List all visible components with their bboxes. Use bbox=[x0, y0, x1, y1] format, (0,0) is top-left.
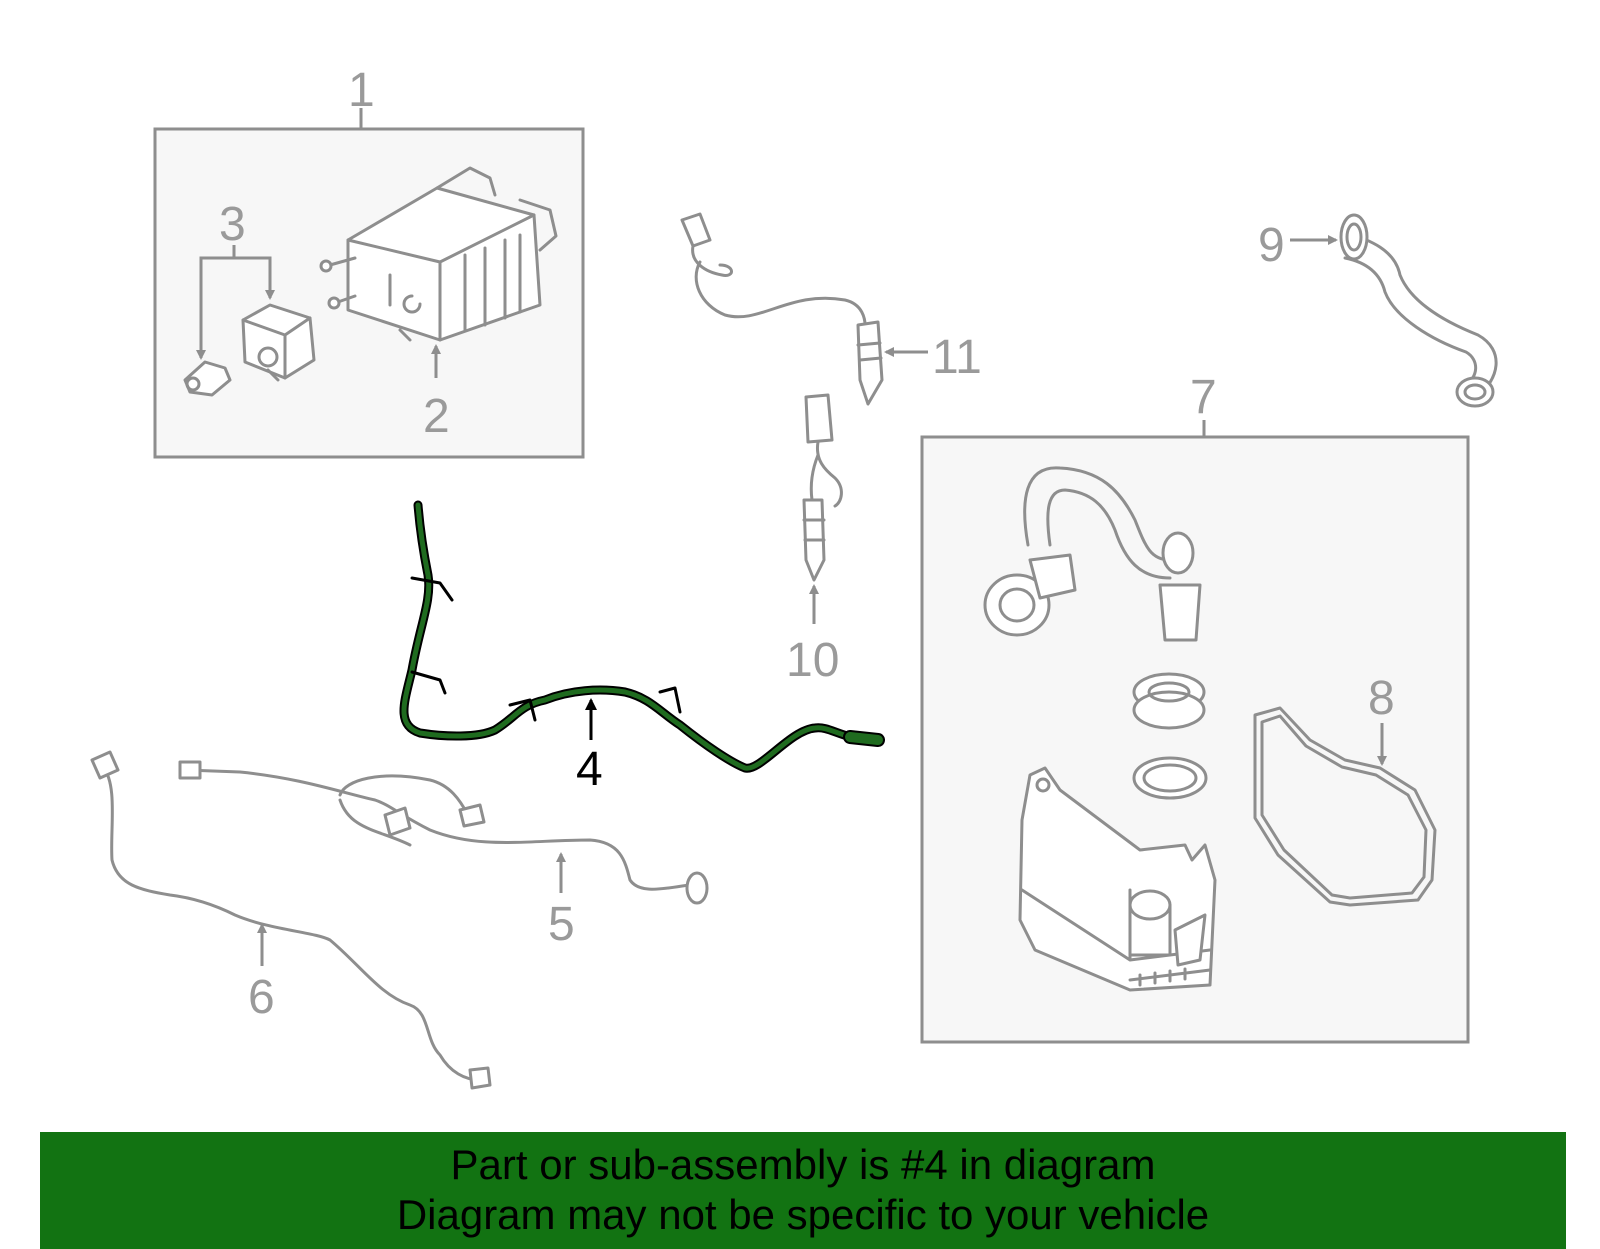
tube-part-4-highlighted[interactable] bbox=[399, 500, 885, 773]
callout-4: 4 bbox=[576, 743, 603, 796]
seal-rings-in-box-7[interactable] bbox=[1132, 672, 1208, 800]
leaders-box-1 bbox=[196, 245, 441, 378]
callout-3: 3 bbox=[219, 198, 246, 251]
canister-part-2[interactable] bbox=[319, 166, 558, 342]
callout-7: 7 bbox=[1190, 371, 1217, 424]
oil-separator-body-in-box-7[interactable] bbox=[1018, 766, 1217, 992]
hose-part-9[interactable] bbox=[1290, 213, 1498, 408]
callout-8: 8 bbox=[1368, 672, 1395, 725]
oxygen-sensor-part-10[interactable] bbox=[802, 393, 843, 624]
callout-1: 1 bbox=[348, 64, 375, 117]
gasket-part-8[interactable] bbox=[1253, 706, 1437, 907]
tube-part-6[interactable] bbox=[90, 750, 492, 1090]
callout-6: 6 bbox=[248, 971, 275, 1024]
callout-5: 5 bbox=[548, 898, 575, 951]
banner-line-part: Part or sub-assembly is #4 in diagram bbox=[450, 1141, 1156, 1188]
part-info-banner: Part or sub-assembly is #4 in diagram Di… bbox=[40, 1132, 1566, 1249]
valve-part-3[interactable] bbox=[183, 303, 316, 397]
callout-10: 10 bbox=[786, 634, 839, 687]
tube-part-5[interactable] bbox=[178, 760, 709, 905]
callout-9: 9 bbox=[1258, 219, 1285, 272]
banner-line-disclaimer: Diagram may not be specific to your vehi… bbox=[396, 1191, 1210, 1238]
pcv-hose-in-box-7[interactable] bbox=[983, 466, 1202, 642]
callout-2: 2 bbox=[423, 390, 450, 443]
callout-11: 11 bbox=[932, 331, 982, 384]
oxygen-sensor-part-11[interactable] bbox=[680, 212, 928, 406]
